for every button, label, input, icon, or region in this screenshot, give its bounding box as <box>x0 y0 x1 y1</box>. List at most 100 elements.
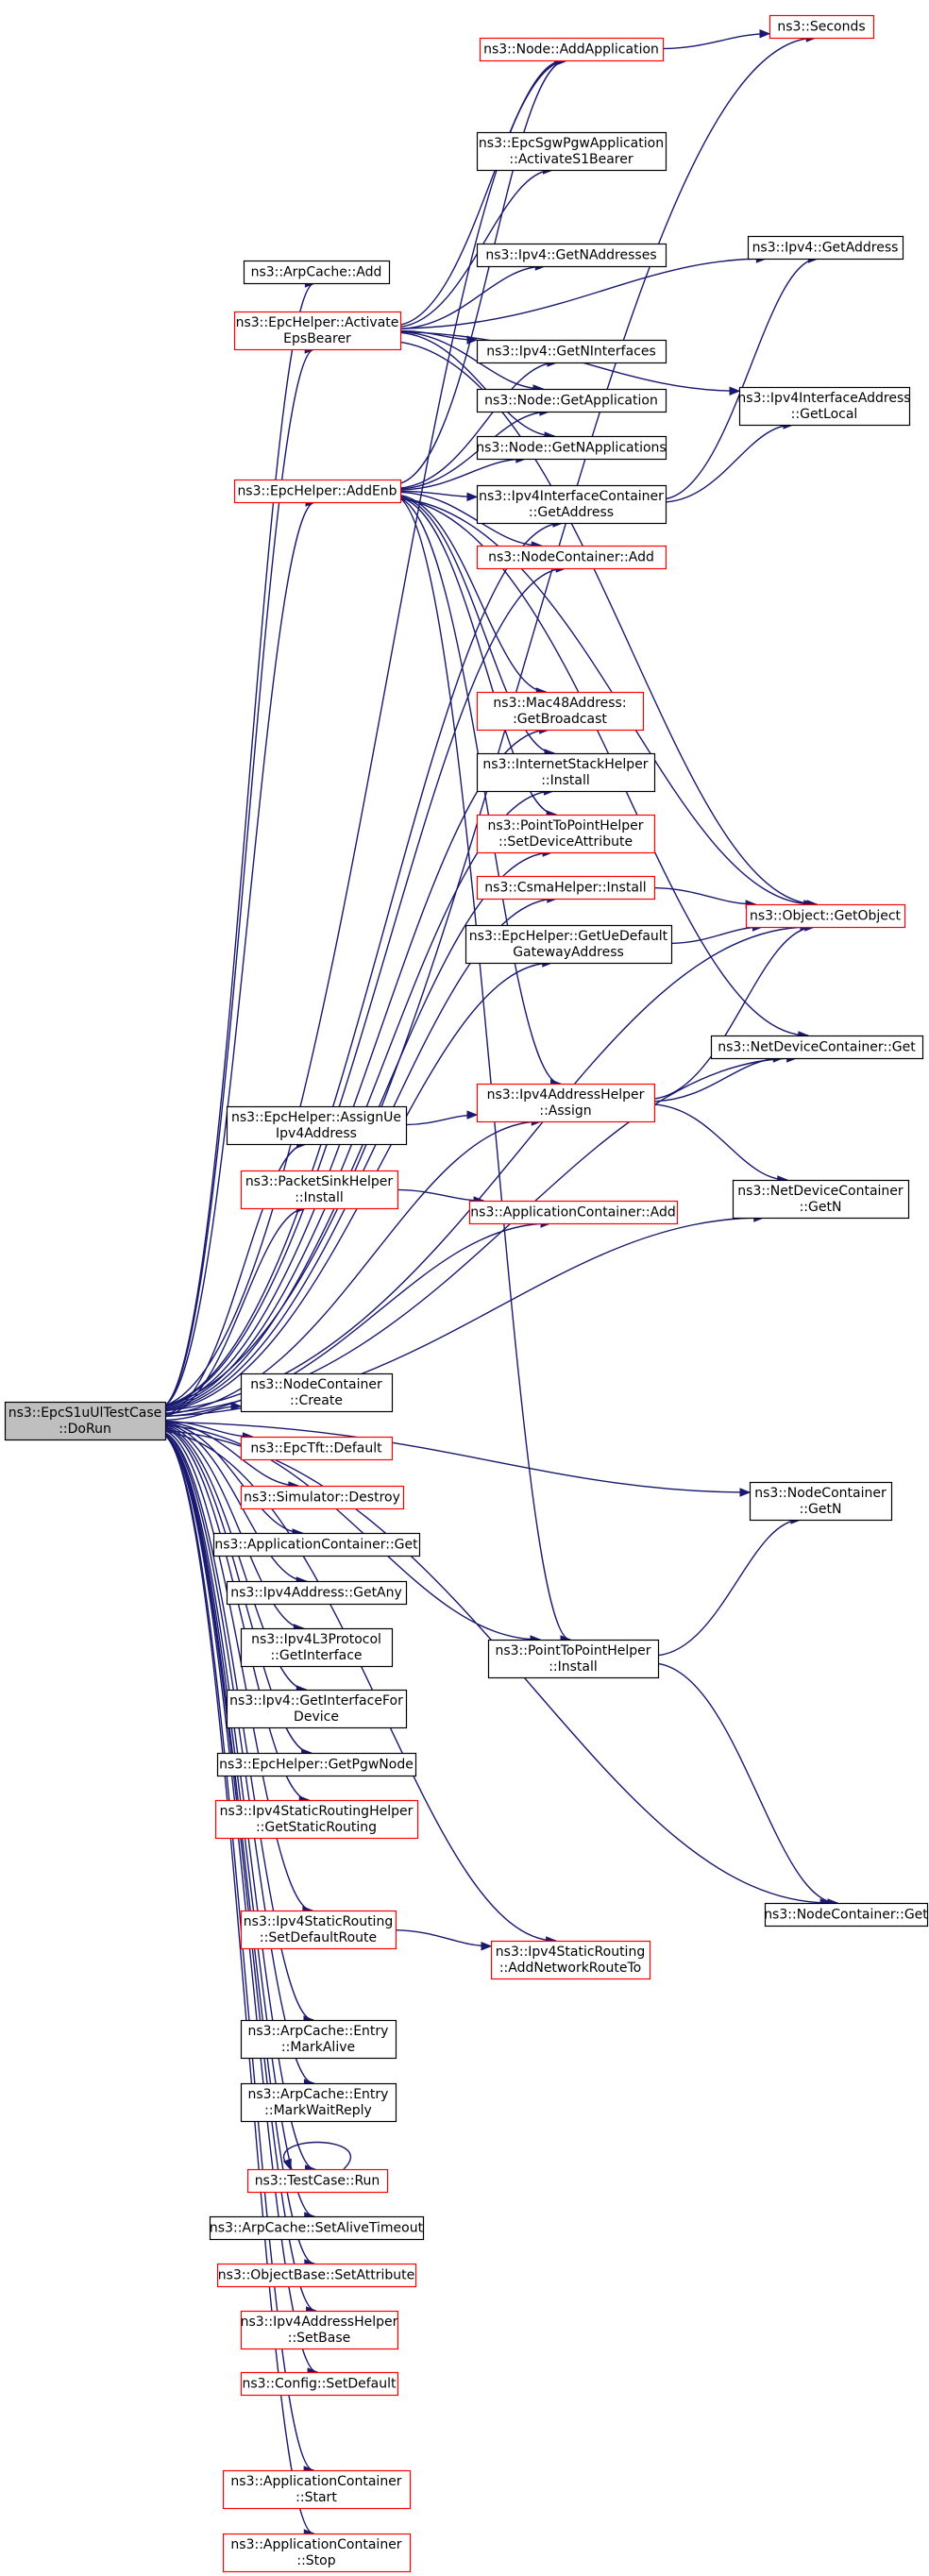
graph-node-epctft-default[interactable]: ns3::EpcTft::Default <box>240 1436 394 1461</box>
edge-root-to-nodecontainer_getn-line <box>164 1422 751 1493</box>
graph-node-seconds[interactable]: ns3::Seconds <box>769 14 875 40</box>
node-label: ns3::Node::AddApplication <box>483 42 659 58</box>
node-box <box>216 2263 417 2288</box>
graph-node-arpcache-add[interactable]: ns3::ArpCache::Add <box>243 260 391 285</box>
node-box <box>214 1799 419 1840</box>
graph-node-ipv4address-getany[interactable]: ns3::Ipv4Address::GetAny <box>226 1580 408 1606</box>
edge-ipv4static_setdefault-to-ipv4static_addnetwork <box>395 1928 493 1951</box>
graph-node-ipv4static-setdefault[interactable]: ns3::Ipv4StaticRouting::SetDefaultRoute <box>240 1910 397 1950</box>
node-box <box>732 1179 910 1220</box>
graph-node-epc-getpgwnode[interactable]: ns3::EpcHelper::GetPgwNode <box>216 1752 417 1777</box>
graph-node-simulator-destroy[interactable]: ns3::Simulator::Destroy <box>240 1485 405 1510</box>
node-label: ::Assign <box>539 1103 591 1119</box>
nodes-layer: ns3::EpcS1uUlTestCase::DoRun ns3::Seconds… <box>4 14 929 2573</box>
node-label: ns3::ApplicationContainer::Get <box>214 1538 418 1553</box>
edge-p2p_install-to-nodecontainer_getn <box>657 1515 802 1657</box>
graph-node-ipv4addr-assign[interactable]: ns3::Ipv4AddressHelper::Assign <box>476 1083 656 1123</box>
edge-root-to-ipv4ifc_getaddress-line <box>164 522 563 1406</box>
graph-node-appcontainer-start[interactable]: ns3::ApplicationContainer::Start <box>222 2469 412 2510</box>
node-box <box>476 814 656 854</box>
graph-node-ipv4ifc-getaddress[interactable]: ns3::Ipv4InterfaceContainer::GetAddress <box>476 484 667 525</box>
edge-node_addapp-to-seconds-line <box>662 33 770 50</box>
node-box <box>764 1902 929 1928</box>
node-box <box>240 1170 399 1210</box>
node-box <box>747 235 904 261</box>
graph-node-csma-install[interactable]: ns3::CsmaHelper::Install <box>476 875 656 901</box>
node-label: ::Stop <box>296 2553 335 2568</box>
node-label: ns3::Ipv4::GetNAddresses <box>485 248 656 263</box>
graph-node-ipv4addr-setbase[interactable]: ns3::Ipv4AddressHelper::SetBase <box>241 2310 399 2350</box>
graph-node-nodecontainer-create[interactable]: ns3::NodeContainer::Create <box>240 1372 394 1413</box>
node-label: ::GetN <box>800 1200 842 1215</box>
edge-root-to-ipv4static_setdefault-line <box>164 1430 312 1911</box>
edge-p2p_install-to-nodecontainer_get-line <box>657 1662 838 1904</box>
edge-root-to-epc_activate-line <box>164 348 315 1406</box>
node-label: ns3::Ipv4::GetNInterfaces <box>486 345 656 360</box>
edge-epc_activate-to-node_addapp <box>399 56 566 326</box>
graph-node-p2p-setdeviceattr[interactable]: ns3::PointToPointHelper::SetDeviceAttrib… <box>476 814 656 854</box>
graph-node-mac48-getbroadcast[interactable]: ns3::Mac48Address::GetBroadcast <box>476 691 645 732</box>
node-label: ::SetDeviceAttribute <box>498 834 633 850</box>
graph-node-ipv4ifaddr-getlocal[interactable]: ns3::Ipv4InterfaceAddress::GetLocal <box>737 386 911 427</box>
graph-node-arpentry-markalive[interactable]: ns3::ArpCache::Entry::MarkAlive <box>240 2019 397 2060</box>
graph-node-netdevice-getn[interactable]: ns3::NetDeviceContainer::GetN <box>732 1179 910 1220</box>
graph-node-appcontainer-stop[interactable]: ns3::ApplicationContainer::Stop <box>222 2533 412 2573</box>
graph-node-object-getobject[interactable]: ns3::Object::GetObject <box>745 903 906 929</box>
node-label: Device <box>294 1709 339 1725</box>
graph-node-ipv4-getninterfaces[interactable]: ns3::Ipv4::GetNInterfaces <box>476 339 667 364</box>
graph-node-node-getapp[interactable]: ns3::Node::GetApplication <box>476 388 667 413</box>
graph-node-arpcache-setalivetimeout[interactable]: ns3::ArpCache::SetAliveTimeout <box>209 2215 425 2241</box>
graph-node-sgw-activate[interactable]: ns3::EpcSgwPgwApplication::ActivateS1Bea… <box>476 131 667 172</box>
node-box <box>479 37 665 62</box>
graph-node-ipv4static-getstatic[interactable]: ns3::Ipv4StaticRoutingHelper::GetStaticR… <box>214 1799 419 1840</box>
graph-node-appcontainer-add[interactable]: ns3::ApplicationContainer::Add <box>468 1200 679 1225</box>
node-label: ::SetBase <box>288 2331 351 2346</box>
graph-node-internetstack-install[interactable]: ns3::InternetStackHelper::Install <box>476 752 656 793</box>
node-label: ns3::NodeContainer::Add <box>488 550 654 565</box>
graph-node-arpentry-markwaitreply[interactable]: ns3::ArpCache::Entry::MarkWaitReply <box>240 2082 397 2123</box>
node-box <box>749 1481 893 1522</box>
graph-node-ipv4static-addnetwork[interactable]: ns3::Ipv4StaticRouting::AddNetworkRouteT… <box>490 1940 651 1980</box>
edge-epc_addenb-to-internetstack_install-line <box>399 496 555 754</box>
edge-testcase_run-to-testcase_run-line <box>282 2141 352 2170</box>
node-label: ns3::Ipv4StaticRouting <box>496 1945 645 1960</box>
node-label: EpsBearer <box>283 331 351 346</box>
node-box <box>710 1035 924 1060</box>
edge-root-to-ipv4addr_assign-line <box>164 1120 542 1415</box>
graph-node-node-getnapps[interactable]: ns3::Node::GetNApplications <box>476 435 667 461</box>
graph-node-testcase-run[interactable]: ns3::TestCase::Run <box>246 2168 389 2194</box>
graph-node-nodecontainer-add[interactable]: ns3::NodeContainer::Add <box>476 545 667 570</box>
node-label: ns3::Mac48Address: <box>493 696 626 711</box>
graph-node-epc-addenb[interactable]: ns3::EpcHelper::AddEnb <box>233 479 402 504</box>
graph-node-nodecontainer-getn[interactable]: ns3::NodeContainer::GetN <box>749 1481 893 1522</box>
node-box <box>240 1485 405 1510</box>
graph-node-netdevice-get[interactable]: ns3::NetDeviceContainer::Get <box>710 1035 924 1060</box>
graph-node-epc-getuedefault[interactable]: ns3::EpcHelper::GetUeDefaultGatewayAddre… <box>464 924 673 965</box>
graph-node-ipv4l3-getinterface[interactable]: ns3::Ipv4L3Protocol::GetInterface <box>240 1627 394 1668</box>
node-label: ns3::EpcS1uUlTestCase <box>8 1406 162 1421</box>
node-box <box>476 339 667 364</box>
graph-node-packetsink-install[interactable]: ns3::PacketSinkHelper::Install <box>240 1170 399 1210</box>
graph-node-appcontainer-get[interactable]: ns3::ApplicationContainer::Get <box>212 1532 421 1557</box>
graph-node-p2p-install[interactable]: ns3::PointToPointHelper::Install <box>487 1639 660 1679</box>
graph-node-objectbase-setattribute[interactable]: ns3::ObjectBase::SetAttribute <box>216 2263 417 2288</box>
graph-node-ipv4-getnaddresses[interactable]: ns3::Ipv4::GetNAddresses <box>476 243 667 268</box>
graph-node-ipv4-getaddress[interactable]: ns3::Ipv4::GetAddress <box>747 235 904 261</box>
graph-node-nodecontainer-get[interactable]: ns3::NodeContainer::Get <box>764 1902 929 1928</box>
edge-testcase_run-to-testcase_run-arrowhead <box>282 2158 292 2171</box>
graph-node-node-addapp[interactable]: ns3::Node::AddApplication <box>479 37 665 62</box>
edge-ipv4static_setdefault-to-ipv4static_addnetwork-arrowhead <box>481 1942 493 1951</box>
edge-root-to-nodecontainer_getn <box>164 1422 752 1497</box>
edge-epc_addenb-to-node_getnapps <box>399 454 528 491</box>
node-box <box>226 1105 408 1146</box>
graph-node-config-setdefault[interactable]: ns3::Config::SetDefault <box>240 2371 399 2397</box>
node-label: ns3::Ipv4AddressHelper <box>487 1087 645 1103</box>
node-box <box>216 1752 417 1777</box>
graph-node-root[interactable]: ns3::EpcS1uUlTestCase::DoRun <box>4 1401 167 1441</box>
edge-epc_addenb-to-ipv4ifc_getaddress-line <box>399 490 478 498</box>
node-box <box>233 479 402 504</box>
node-box <box>464 924 673 965</box>
